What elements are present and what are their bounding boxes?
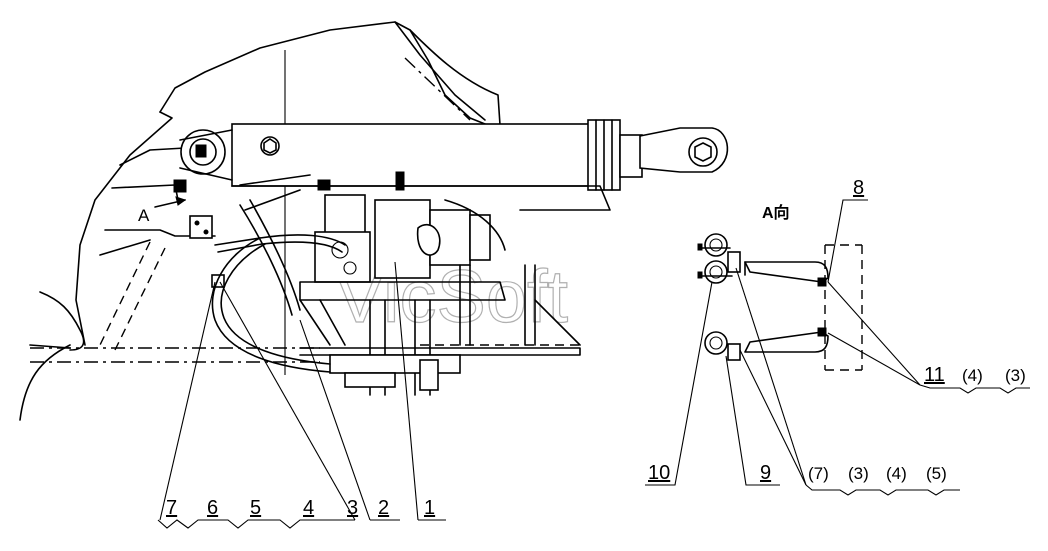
callout-11-ref-4: (4) xyxy=(962,366,983,385)
view-a-label: A向 xyxy=(762,203,790,222)
callout-ref-5: (5) xyxy=(926,464,947,483)
callout-7: 7 xyxy=(166,497,177,519)
callout-11: 11 xyxy=(924,364,945,386)
callout-4: 4 xyxy=(303,497,314,519)
callout-11-ref-3: (3) xyxy=(1005,366,1026,385)
callout-5: 5 xyxy=(250,497,261,519)
hoses xyxy=(211,199,506,373)
valve-assembly xyxy=(173,171,581,396)
view-arrowhead xyxy=(175,196,187,206)
view-a-detail xyxy=(697,233,863,371)
callouts-bottom-left: 7 6 5 4 3 xyxy=(166,497,358,519)
leaders-left xyxy=(157,261,446,529)
leaders-right xyxy=(645,199,1030,496)
callout-6: 6 xyxy=(207,497,218,519)
callout-8: 8 xyxy=(853,177,864,199)
callout-10: 10 xyxy=(648,462,670,484)
callout-2: 2 xyxy=(378,497,389,519)
ground-lines xyxy=(30,344,581,363)
callout-1: 1 xyxy=(424,497,435,519)
callout-3: 3 xyxy=(347,497,358,519)
callout-9: 9 xyxy=(760,462,771,484)
callout-ref-3: (3) xyxy=(848,464,869,483)
view-marker-a: A xyxy=(138,206,150,225)
callout-refs-right: (7) (3) (4) (5) xyxy=(808,464,947,483)
callout-11-refs: (4) (3) xyxy=(962,366,1026,385)
hydraulic-cylinder xyxy=(179,119,729,211)
callout-ref-4: (4) xyxy=(886,464,907,483)
watermark: VicSoft xyxy=(335,255,569,338)
callout-ref-7: (7) xyxy=(808,464,829,483)
